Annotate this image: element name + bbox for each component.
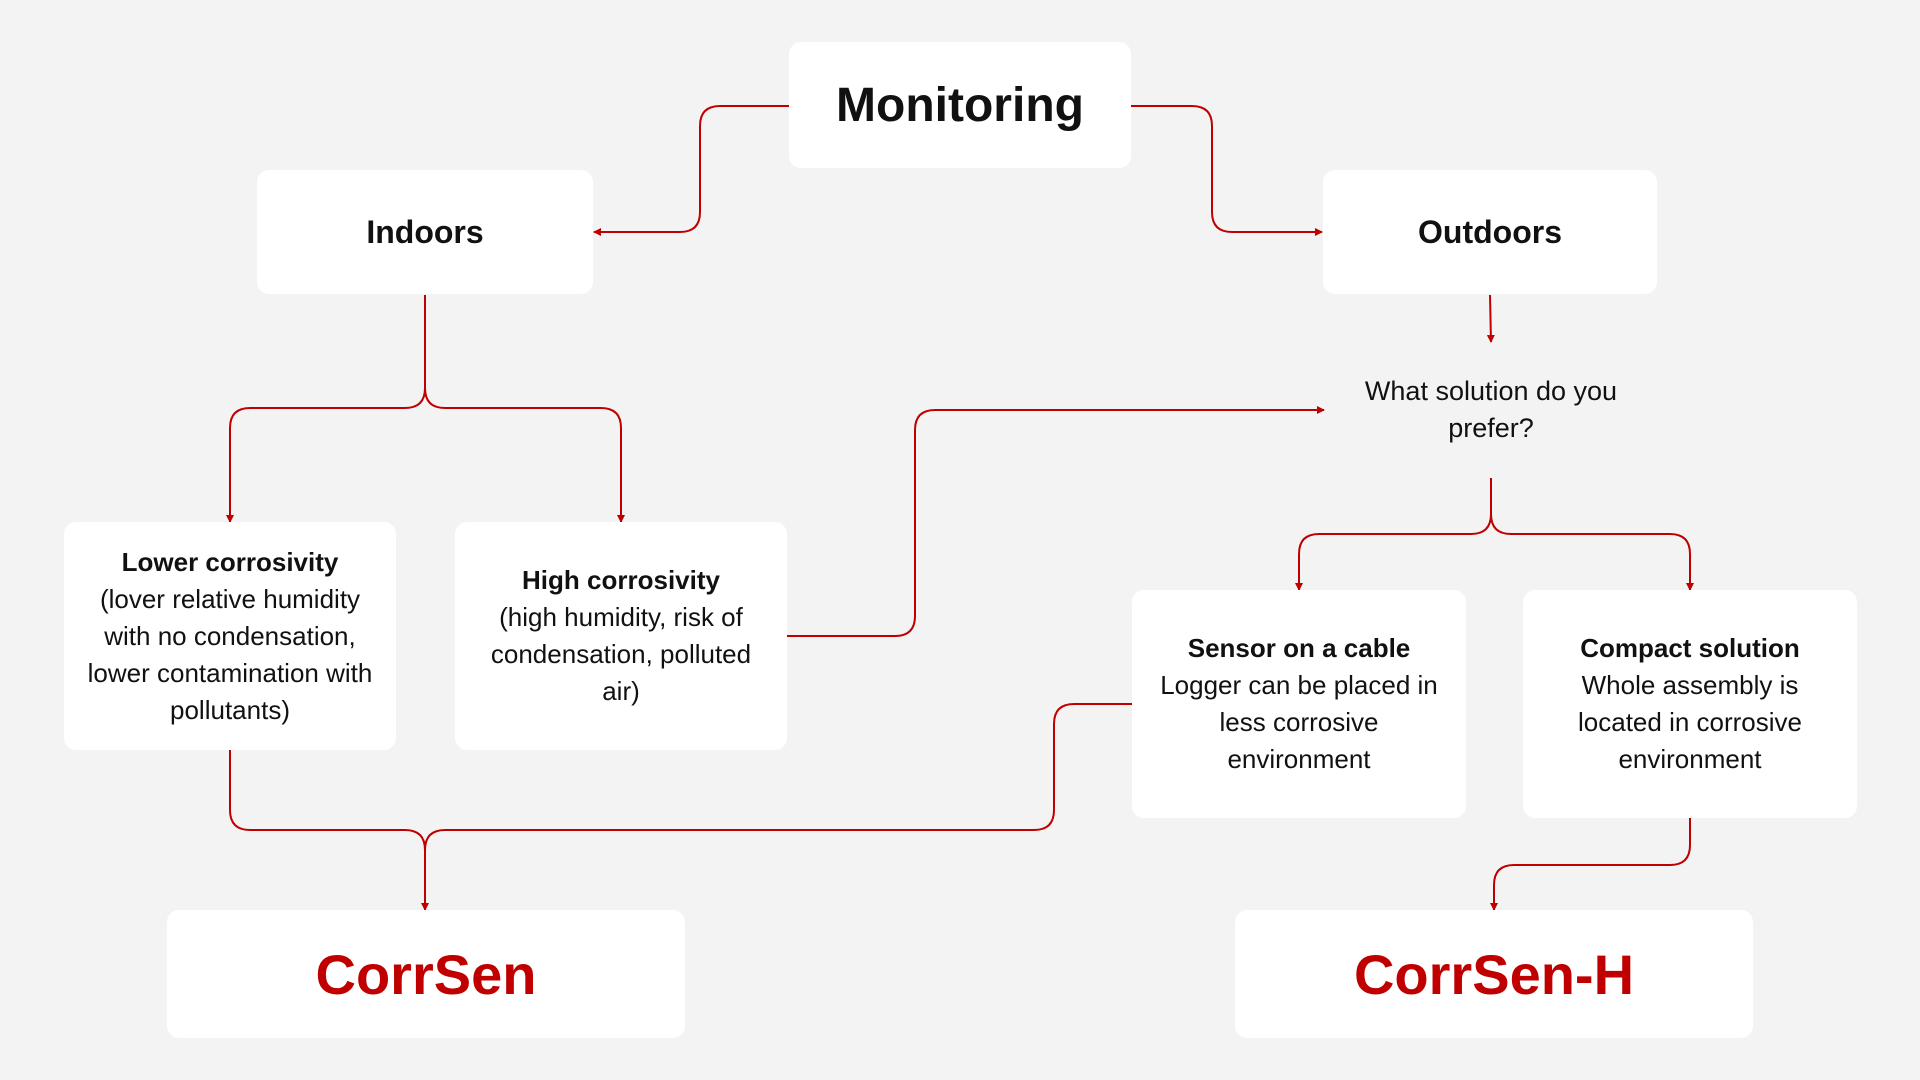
node-question: What solution do you prefer? <box>1330 360 1652 460</box>
lower-corrosivity-line: pollutants) <box>170 694 290 725</box>
high-corrosivity-line: air) <box>602 676 640 706</box>
node-high-corrosivity: High corrosivity (high humidity, risk of… <box>455 522 787 750</box>
connector-sensor-corrsen <box>424 703 1132 851</box>
high-corrosivity-heading: High corrosivity <box>522 565 720 595</box>
node-outdoors-label: Outdoors <box>1418 213 1562 250</box>
sensor-cable-line: less corrosive <box>1219 707 1379 737</box>
lower-corrosivity-line: (lover relative humidity <box>99 583 361 614</box>
connector-question-compact <box>1490 513 1694 591</box>
node-outdoors: Outdoors <box>1323 170 1657 294</box>
node-question-line-2: prefer? <box>1448 413 1534 443</box>
connector-high-question <box>787 406 1325 637</box>
node-corrsen-h: CorrSen-H <box>1235 910 1753 1038</box>
node-monitoring-label: Monitoring <box>836 78 1084 132</box>
connector-compact-corrsenh <box>1490 818 1691 911</box>
connector-lower-corrsen <box>229 750 429 911</box>
sensor-cable-line: environment <box>1227 744 1371 774</box>
compact-solution-line: environment <box>1618 744 1762 774</box>
connector-indoors-high <box>424 387 625 523</box>
node-lower-corrosivity: Lower corrosivity (lover relative humidi… <box>64 522 396 750</box>
lower-corrosivity-line: with no condensation, <box>104 620 356 651</box>
connector-question-sensor <box>1295 478 1492 591</box>
node-question-line-1: What solution do you <box>1364 376 1618 406</box>
node-indoors-label: Indoors <box>366 213 484 250</box>
corrsen-label: CorrSen <box>315 942 537 1006</box>
compact-solution-line: Whole assembly is <box>1581 670 1799 700</box>
node-corrsen: CorrSen <box>167 910 685 1038</box>
connector-outdoors-question <box>1486 294 1495 343</box>
compact-solution-heading: Compact solution <box>1580 633 1800 663</box>
node-monitoring: Monitoring <box>789 42 1131 168</box>
node-sensor-on-cable: Sensor on a cable Logger can be placed i… <box>1132 590 1466 818</box>
sensor-cable-line: Logger can be placed in <box>1160 670 1438 700</box>
sensor-cable-heading: Sensor on a cable <box>1187 633 1411 663</box>
node-indoors: Indoors <box>257 170 593 294</box>
compact-solution-line: located in corrosive <box>1578 707 1802 737</box>
high-corrosivity-line: (high humidity, risk of <box>499 602 743 632</box>
connector-indoors-lower <box>226 295 426 523</box>
lower-corrosivity-line: lower contamination with <box>87 657 373 688</box>
connector-monitoring-outdoors <box>1131 105 1323 236</box>
high-corrosivity-line: condensation, polluted <box>490 639 752 669</box>
connector-monitoring-indoors <box>593 105 789 236</box>
lower-corrosivity-heading: Lower corrosivity <box>121 546 339 577</box>
corrsen-h-label: CorrSen-H <box>1353 942 1635 1006</box>
node-compact-solution: Compact solution Whole assembly is locat… <box>1523 590 1857 818</box>
